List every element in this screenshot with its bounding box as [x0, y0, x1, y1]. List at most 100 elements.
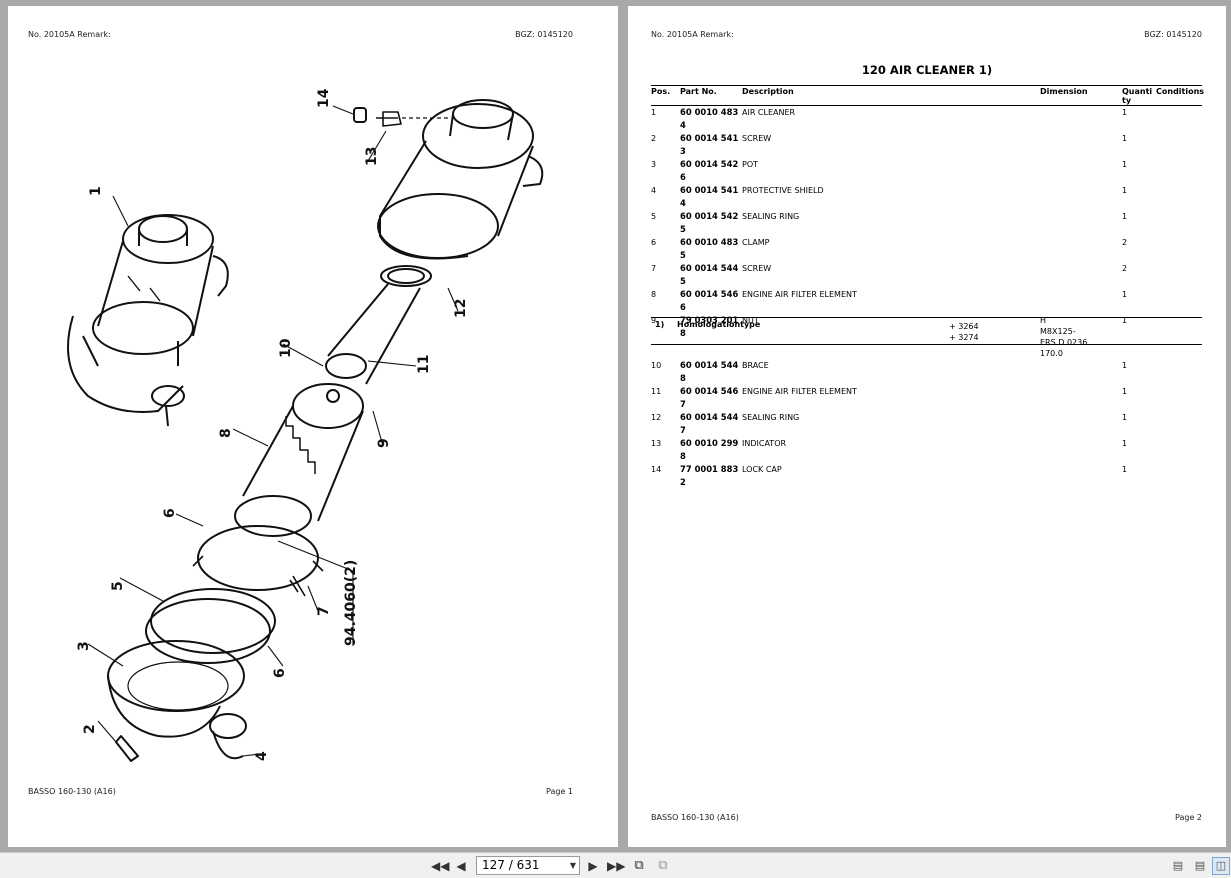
page2-footer-left: BASSO 160-130 (A16) [651, 813, 739, 822]
continuous-view-icon[interactable]: ▤ [1194, 859, 1206, 872]
row-conditions [1156, 132, 1202, 158]
first-page-icon[interactable]: ◀◀ [431, 859, 450, 873]
row-part-no: 60 0014 541 4 [680, 185, 739, 208]
row-quantity: 2 [1122, 238, 1128, 247]
viewer-toolbar: ◀◀ ◀ 127 / 631 ▼ ▶ ▶▶ ⧉ ⧉ ▤ ▤ ◫ [0, 852, 1231, 878]
row-description: ENGINE AIR FILTER ELEMENT [742, 290, 857, 299]
diagram-label-7: 7 [316, 606, 332, 616]
row-quantity: 1 [1122, 290, 1128, 299]
row-description: BRACE [742, 361, 769, 370]
row-dimension [1040, 385, 1122, 411]
page1-footer-left: BASSO 160-130 (A16) [28, 787, 116, 796]
row-part-no: 79 0303 201 8 [680, 315, 739, 338]
diagram-label-13: 13 [364, 147, 380, 166]
row-part-no: 60 0014 542 5 [680, 211, 739, 234]
row-part-no: 60 0014 544 8 [680, 360, 739, 383]
row-part-no: 60 0014 542 6 [680, 159, 739, 182]
row-conditions [1156, 236, 1202, 262]
row-part-no: 60 0014 541 3 [680, 133, 739, 156]
single-page-view-icon[interactable]: ▤ [1172, 859, 1184, 872]
row-description: AIR CLEANER [742, 108, 796, 117]
row-dimension-line: 170.0 [1040, 349, 1063, 358]
quantity-header-line1: Quanti [1122, 87, 1153, 96]
row-pos: 10 [651, 361, 662, 370]
homologation-section: 1) Homologationtype + 3264 + 3274 [651, 317, 1202, 345]
diagram-label-reference: 94.4060(2) [343, 560, 359, 646]
row-pos: 7 [651, 264, 657, 273]
row-part-no: 60 0010 299 8 [680, 438, 739, 461]
chevron-down-icon[interactable]: ▼ [569, 861, 576, 870]
row-dimension [1040, 437, 1122, 463]
row-quantity: 1 [1122, 387, 1128, 396]
next-page-icon[interactable]: ▶ [588, 859, 598, 873]
air-cleaner-exploded-diagram: 1 14 13 12 11 10 9 8 6 7 94.4060(2) 5 6 … [67, 88, 544, 762]
diagram-label-9: 9 [376, 438, 392, 448]
homologation-value-1: + 3264 [949, 322, 979, 331]
row-dimension [1040, 210, 1122, 236]
row-conditions [1156, 262, 1202, 288]
homologation-value-2: + 3274 [949, 333, 979, 342]
diagram-label-6-lower: 6 [272, 668, 288, 678]
diagram-label-10: 10 [278, 338, 294, 358]
document-page-2: No. 20105A Remark: BGZ: 0145120 120 AIR … [628, 6, 1226, 847]
row-description: SEALING RING [742, 413, 800, 422]
row-quantity: 2 [1122, 264, 1128, 273]
row-dimension [1040, 236, 1122, 262]
parts-table-header: Pos. Part No. Description Dimension Quan… [651, 85, 1204, 106]
row-dimension-line: M8X125-ERS.D.0236 [1040, 327, 1088, 347]
column-header-conditions: Conditions [1156, 85, 1204, 106]
diagram-label-14: 14 [316, 88, 332, 108]
row-pos: 13 [651, 439, 662, 448]
row-quantity: 1 [1122, 160, 1128, 169]
parts-list-title: 120 AIR CLEANER 1) [861, 63, 993, 77]
document-page-1: No. 20105A Remark: BGZ: 0145120 [8, 6, 618, 847]
page-number-select[interactable]: 127 / 631 ▼ [476, 856, 580, 875]
diagram-label-5: 5 [110, 581, 126, 591]
page2-footer-right: Page 2 [1175, 813, 1202, 822]
quantity-header-line2: ty [1122, 96, 1132, 105]
column-header-pos: Pos. [651, 85, 680, 106]
row-dimension [1040, 411, 1122, 437]
last-page-icon[interactable]: ▶▶ [607, 859, 626, 873]
row-description: INDICATOR [742, 439, 787, 448]
row-description: POT [742, 160, 759, 169]
row-conditions [1156, 411, 1202, 437]
go-back-view-icon[interactable]: ⧉ [634, 858, 644, 873]
row-pos: 2 [651, 134, 657, 143]
row-dimension [1040, 463, 1122, 489]
go-forward-view-icon[interactable]: ⧉ [658, 858, 668, 873]
row-conditions [1156, 463, 1202, 489]
previous-page-icon[interactable]: ◀ [456, 859, 466, 873]
row-conditions [1156, 385, 1202, 411]
homologation-number: 1) [655, 320, 665, 329]
row-description: SEALING RING [742, 212, 800, 221]
diagram-label-4: 4 [254, 751, 270, 761]
row-conditions [1156, 437, 1202, 463]
column-header-description: Description [742, 85, 1040, 106]
row-conditions [1156, 106, 1202, 133]
diagram-label-1: 1 [88, 186, 104, 196]
homologation-label: Homologationtype [677, 320, 761, 329]
row-conditions [1156, 158, 1202, 184]
page1-header-left: No. 20105A Remark: [28, 30, 111, 39]
diagram-label-3: 3 [76, 641, 92, 651]
row-conditions [1156, 210, 1202, 236]
facing-pages-view-icon[interactable]: ◫ [1212, 857, 1230, 875]
page1-footer-right: Page 1 [546, 787, 573, 796]
row-dimension [1040, 288, 1122, 314]
row-pos: 5 [651, 212, 657, 221]
diagram-label-6-upper: 6 [162, 508, 178, 518]
diagram-label-8: 8 [218, 428, 234, 438]
